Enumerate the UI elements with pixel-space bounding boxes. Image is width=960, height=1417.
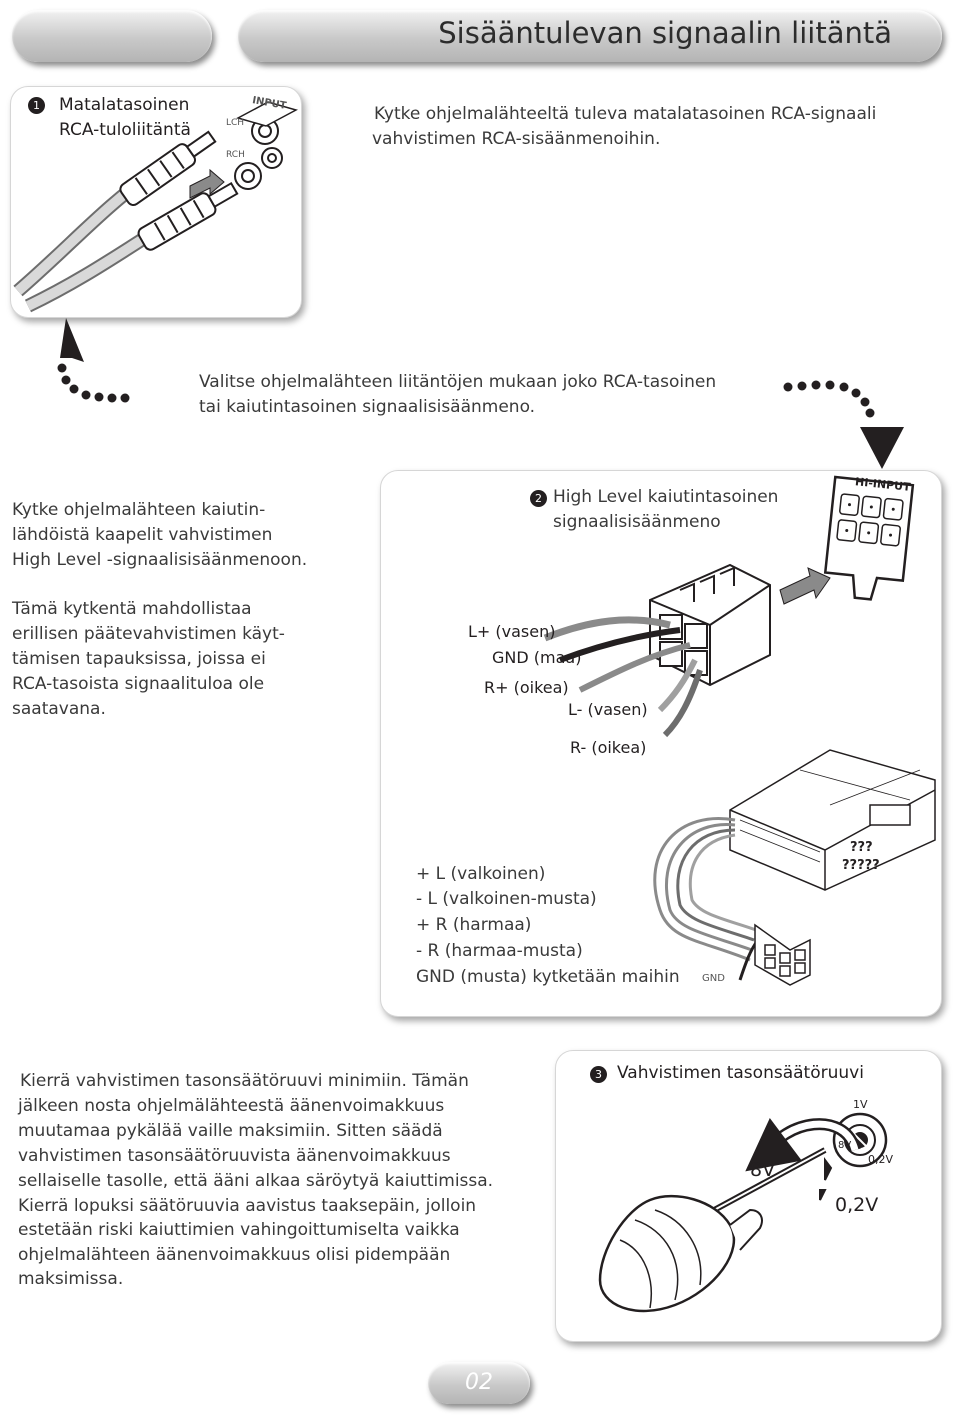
amp-mark-1: ??? — [850, 840, 873, 855]
color-line3: + R (harmaa) — [416, 915, 532, 935]
wire-label-r-plus: R+ (oikea) — [484, 678, 569, 697]
section2-title-line1: High Level kaiutintasoinen — [553, 487, 779, 507]
knob-02v-small-label: 0,2V — [868, 1153, 894, 1166]
section3-body-line5: sellaiselle tasolle, että ääni alkaa sär… — [18, 1171, 494, 1191]
dotted-arrow-up-left — [57, 318, 130, 403]
section1-desc-line2: vahvistimen RCA-sisäänmenoihin. — [372, 129, 661, 149]
left-para2-line4: RCA-tasoista signaalituloa ole — [12, 674, 265, 694]
choose-line2: tai kaiutintasoinen signaalisisäänmeno. — [199, 397, 536, 417]
knob-8v-small-label: 8V — [838, 1140, 852, 1151]
amplifier-harness-illustration — [653, 749, 936, 986]
page-title: Sisääntulevan signaalin liitäntä — [438, 16, 892, 50]
section3-body-line7: estetään riski kaiuttimien vahingoittumi… — [18, 1220, 460, 1240]
knob-top-label: 1V — [853, 1098, 868, 1111]
section3-title: Vahvistimen tasonsäätöruuvi — [617, 1063, 864, 1083]
rca-plugs-illustration — [13, 101, 298, 313]
wire-label-l-minus: L- (vasen) — [568, 700, 648, 719]
color-line5: GND (musta) kytketään maihin — [416, 967, 680, 987]
section3-body-line8: ohjelmalähteen äänenvoimakkuus olisi pid… — [18, 1245, 451, 1265]
wire-label-gnd: GND (maa) — [492, 648, 582, 667]
section1-badge: 1 — [28, 97, 45, 114]
dotted-arrow-down-right — [783, 380, 904, 469]
choose-line1: Valitse ohjelmalähteen liitäntöjen mukaa… — [199, 372, 717, 392]
section2-title-line2: signaalisisäänmeno — [553, 512, 721, 532]
left-para1-line2: lähdöistä kaapelit vahvistimen — [12, 525, 273, 545]
section3-badge: 3 — [590, 1066, 607, 1083]
section3-body-line1: Kierrä vahvistimen tasonsäätöruuvi minim… — [20, 1071, 469, 1091]
section3-body-line4: vahvistimen tasonsäätöruuvista äänenvoim… — [18, 1146, 451, 1166]
gnd-small-label: GND — [702, 973, 725, 984]
section2-badge: 2 — [530, 490, 547, 507]
left-para2-line3: tämisen tapauksissa, joissa ei — [12, 649, 266, 669]
lch-label: LCH — [226, 118, 245, 128]
left-para1-line1: Kytke ohjelmalähteen kaiutin- — [12, 500, 266, 520]
big-8v-label: 8V — [750, 1159, 776, 1181]
section1-desc-line1: Kytke ohjelmalähteeltä tuleva matalataso… — [374, 104, 877, 124]
left-para1-line3: High Level -signaalisisäänmenoon. — [12, 550, 308, 570]
big-02v-label: 0,2V — [835, 1194, 879, 1216]
rch-label: RCH — [226, 150, 245, 160]
left-para2-line5: saatavana. — [12, 699, 106, 719]
wire-label-l-plus: L+ (vasen) — [468, 622, 556, 641]
page-number: 02 — [465, 1370, 493, 1395]
header-title-bar — [238, 10, 942, 62]
hi-input-socket-illustration — [779, 475, 915, 605]
left-para2-line2: erillisen päätevahvistimen käyt- — [12, 624, 285, 644]
color-line4: - R (harmaa-musta) — [416, 941, 583, 961]
section1-title-line1: Matalatasoinen — [59, 95, 190, 115]
page-number-pill: 02 — [428, 1362, 530, 1404]
screwdriver-knob-illustration — [598, 1112, 888, 1313]
hi-level-connector-illustration — [543, 563, 771, 738]
section3-body-line9: maksimissa. — [18, 1269, 124, 1289]
section1-title-line2: RCA-tuloliitäntä — [59, 120, 191, 140]
section3-body-line6: Kierrä lopuksi säätöruuvia aavistus taak… — [18, 1196, 477, 1216]
amp-mark-2: ????? — [842, 858, 880, 873]
section3-body-line3: muutamaa pykälää vaille maksimiin. Sitte… — [18, 1121, 443, 1141]
color-line2: - L (valkoinen-musta) — [416, 889, 597, 909]
header-left-pill — [12, 10, 212, 62]
left-para2-line1: Tämä kytkentä mahdollistaa — [12, 599, 252, 619]
color-line1: + L (valkoinen) — [416, 864, 546, 884]
section3-body-line2: jälkeen nosta ohjelmälähteestä äänenvoim… — [18, 1096, 445, 1116]
wire-label-r-minus: R- (oikea) — [570, 738, 647, 757]
